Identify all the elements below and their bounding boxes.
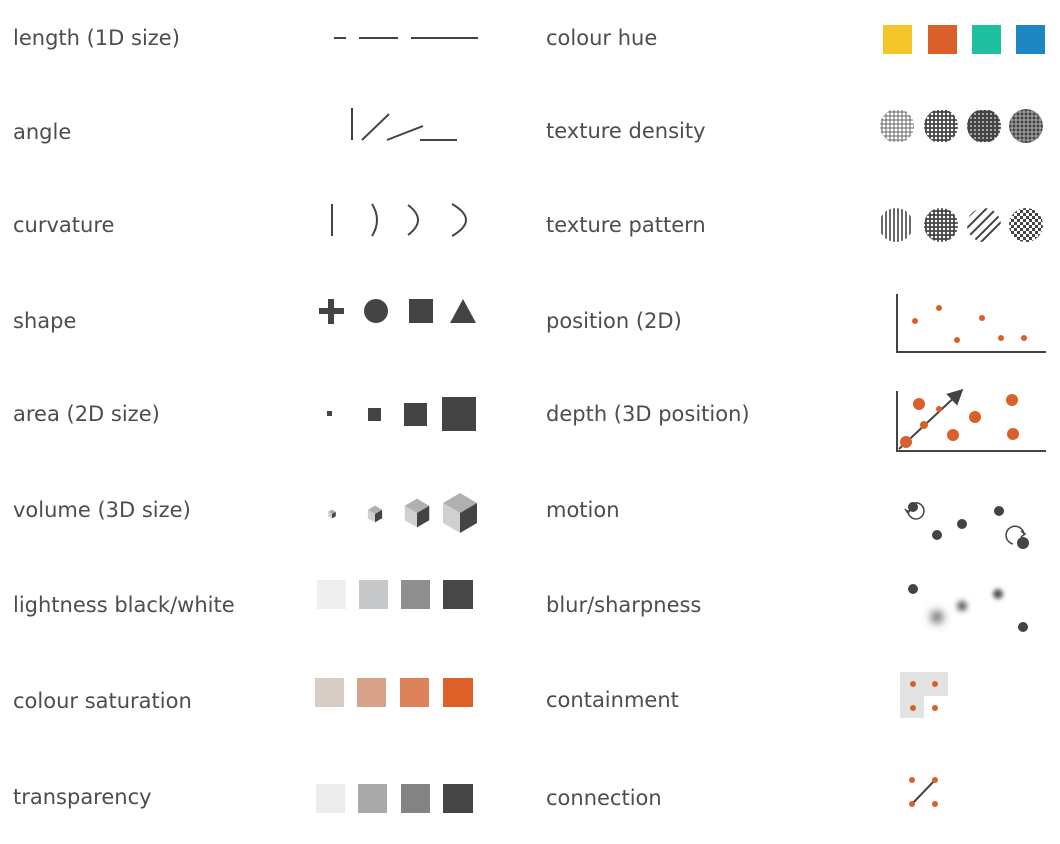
shape-icon (319, 299, 476, 324)
label-depth: depth (3D position) (546, 402, 750, 426)
transparency-icon (316, 784, 473, 813)
label-angle: angle (13, 120, 72, 144)
label-containment: containment (546, 688, 679, 712)
curvature-icon (331, 203, 467, 237)
label-colour-hue: colour hue (546, 26, 658, 50)
label-transparency: transparency (13, 785, 152, 809)
label-volume: volume (3D size) (13, 498, 191, 522)
hue-icon (883, 25, 1045, 54)
texture-pattern-icon (881, 208, 1043, 242)
angle-icon (351, 108, 457, 141)
label-length: length (1D size) (13, 26, 180, 50)
area-icon (327, 397, 476, 431)
label-area: area (2D size) (13, 402, 160, 426)
label-blur: blur/sharpness (546, 593, 702, 617)
connection-icon (909, 777, 938, 807)
lightness-icon (317, 580, 473, 609)
blur-icon (908, 584, 1028, 632)
label-texture-pattern: texture pattern (546, 213, 706, 237)
saturation-icon (315, 678, 473, 707)
label-position: position (2D) (546, 309, 682, 333)
motion-icon (904, 502, 1029, 549)
position-icon (896, 294, 1046, 353)
texture-density-icon (880, 109, 1043, 143)
label-motion: motion (546, 498, 620, 522)
label-connection: connection (546, 786, 662, 810)
label-saturation: colour saturation (13, 689, 192, 713)
label-lightness: lightness black/white (13, 593, 235, 617)
containment-icon (900, 672, 948, 718)
label-texture-density: texture density (546, 119, 706, 143)
volume-icon (328, 493, 477, 533)
label-shape: shape (13, 309, 77, 333)
label-curvature: curvature (13, 213, 115, 237)
depth-icon (896, 388, 1046, 452)
